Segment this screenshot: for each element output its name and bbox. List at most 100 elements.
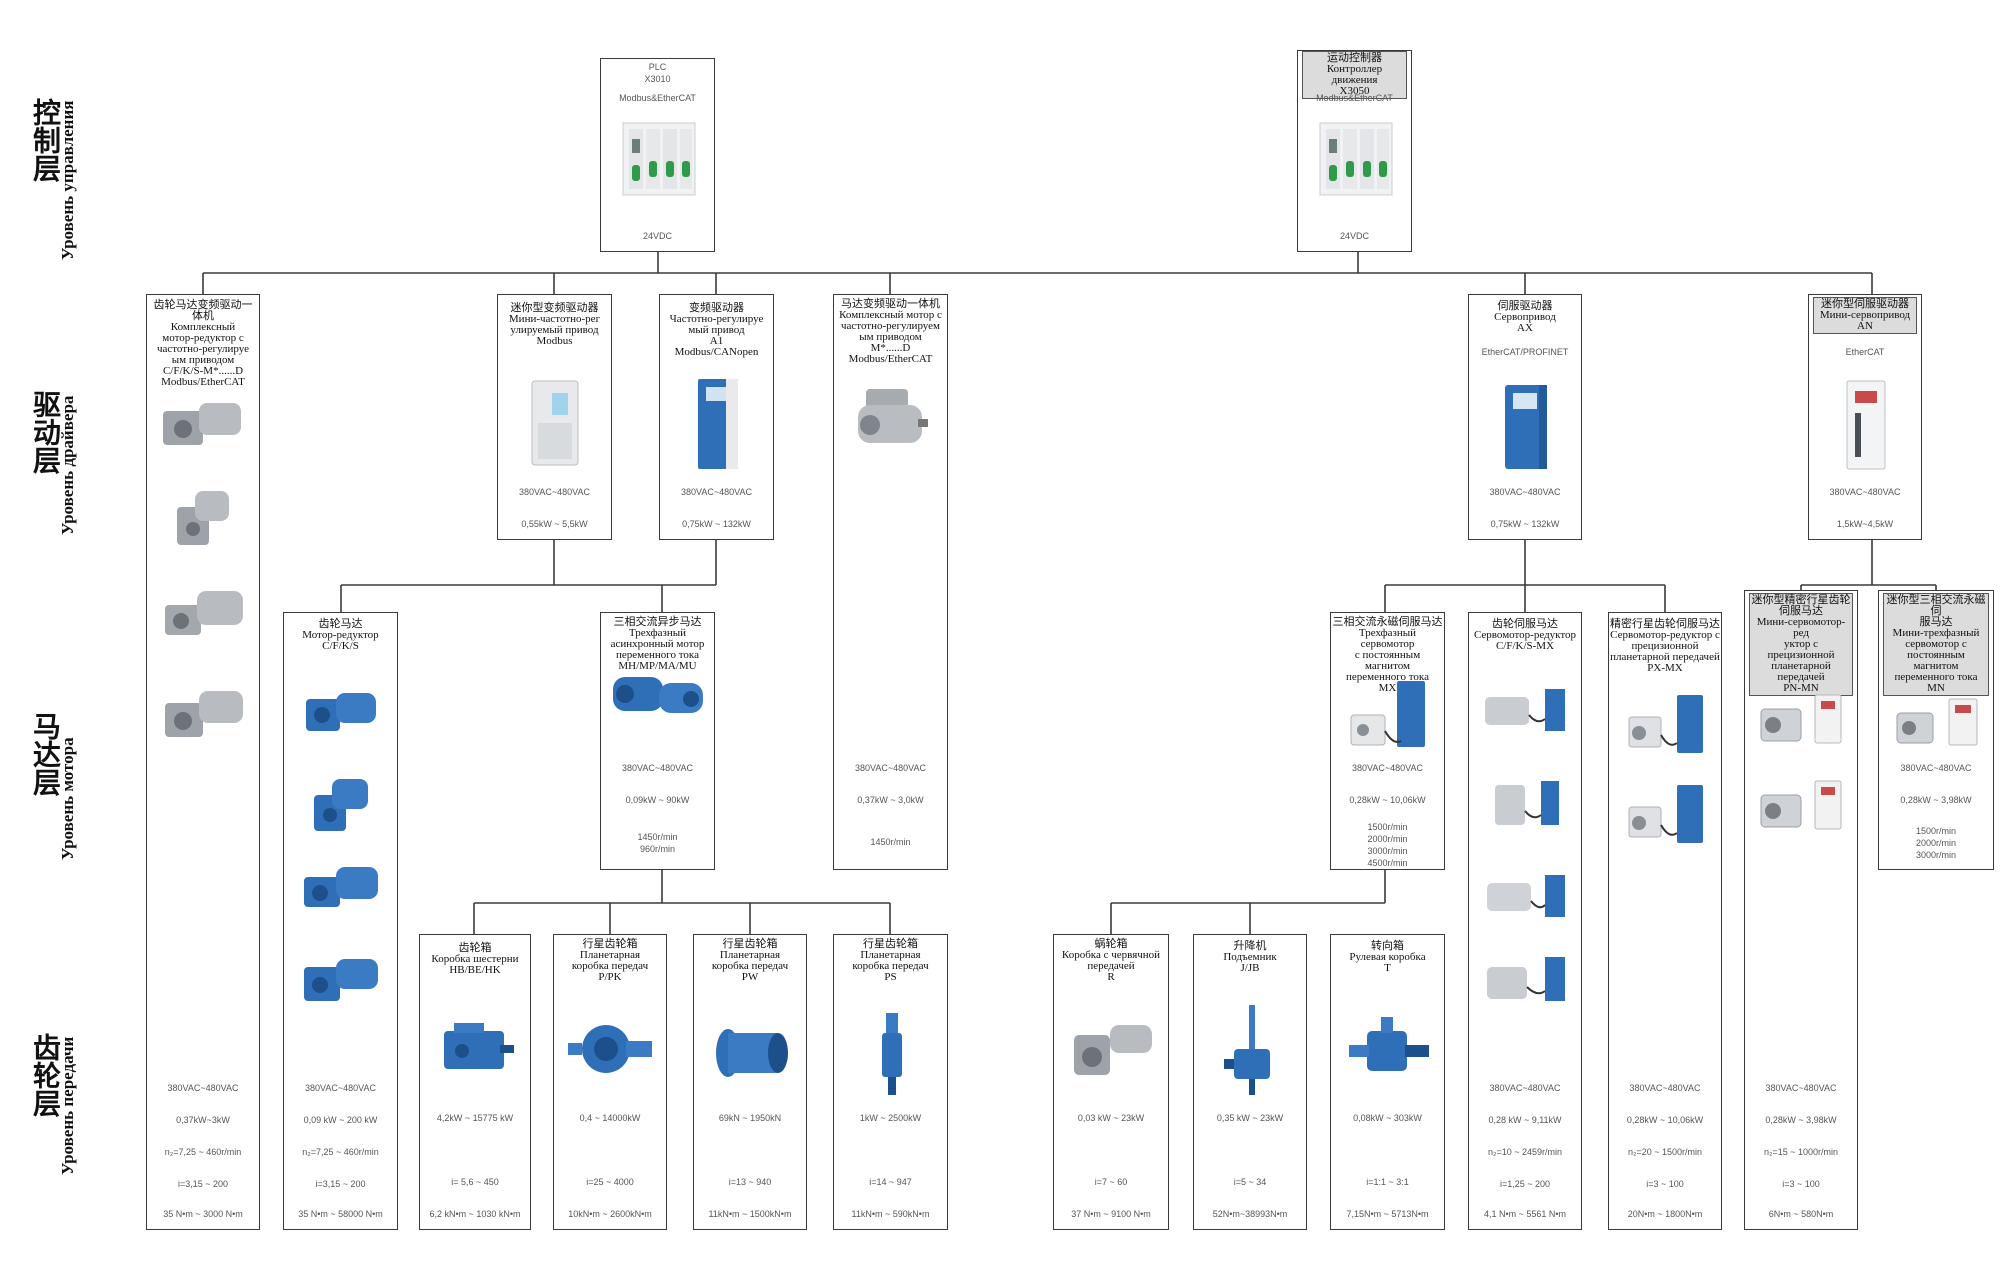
plc-device-image	[622, 122, 696, 196]
mini-vfd-box[interactable]: 迷你型变频驱动器 Мини-частотно-рег улируемый при…	[497, 294, 612, 540]
plc-controller-box[interactable]: PLC X3010 Modbus&EtherCAT 24VDC	[600, 58, 715, 252]
title-line: PS	[884, 971, 897, 983]
voltage-text: 380VAC~480VAC	[855, 763, 926, 773]
power-text: 0,75kW ~ 132kW	[682, 519, 751, 529]
gray-gearmotor-image	[163, 403, 241, 445]
power-text: 0,28kW ~ 10,06kW	[1626, 1115, 1704, 1125]
speed-text: n₂=7,25 ~ 460r/min	[164, 1147, 242, 1157]
layer-ru-text: Уровень управления	[58, 100, 77, 260]
gearbox-hb-box[interactable]: 齿轮箱 Коробка шестерни HB/BE/HK 4,2kW ~ 15…	[419, 934, 531, 1230]
title-line: постоянным магнитом	[1907, 649, 1965, 672]
title-line: 转向箱	[1371, 940, 1404, 952]
title-line: Сервомотор-редуктор с	[1610, 629, 1720, 641]
layer-ru-text: Уровень мотора	[58, 737, 77, 860]
title-line: Мини-трехфазный	[1892, 627, 1980, 639]
title-line: Мини-сервопривод	[1819, 309, 1911, 321]
voltage-text: 380VAC~480VAC	[681, 487, 752, 497]
integrated-motor-box[interactable]: 马达变频驱动一体机 Комплексный мотор с частотно-р…	[833, 294, 948, 870]
screw-jack-box[interactable]: 升降机 Подъемник J/JB 0,35 kW ~ 23kW i=5 ~ …	[1193, 934, 1307, 1230]
title-line: ым приводом	[859, 331, 922, 343]
title-line: 马达变频驱动一体机	[841, 298, 940, 310]
torque-text: 37 N•m ~ 9100 N•m	[1071, 1209, 1151, 1219]
voltage-text: 380VAC~480VAC	[519, 487, 590, 497]
title-line: частотно-регулируем	[840, 320, 940, 332]
integrated-gearmotor-box[interactable]: 齿轮马达变频驱动一 体机 Комплексный мотор-редуктор …	[146, 294, 260, 1230]
worm-gearbox-image	[1074, 1025, 1152, 1075]
title-line: Мотор-редуктор	[302, 629, 379, 641]
title-line: 升降机	[1233, 940, 1267, 952]
power-text: 0,37kW~3kW	[176, 1115, 230, 1125]
mini-pm-servo-box[interactable]: 迷你型三相交流永磁伺 服马达 Мини-трехфазный сервомото…	[1878, 590, 1994, 870]
precision-planetary-servo-box[interactable]: 精密行星齿轮伺服马达 Сервомотор-редуктор с прецизи…	[1608, 612, 1722, 1230]
speed-line: 1500r/min	[1915, 826, 1957, 836]
title-line: PN-MN	[1783, 682, 1819, 694]
layer-cn-text: 驱动层	[29, 390, 62, 474]
title-line: Коробка шестерни	[431, 953, 519, 965]
layer-control-label: 控制层 Уровень управления	[18, 60, 88, 260]
title-line: коробка передач	[711, 960, 789, 972]
title-line: 三相交流永磁伺服马达	[1332, 616, 1443, 628]
worm-gearbox-box[interactable]: 蜗轮箱 Коробка с червячной передачей R 0,03…	[1053, 934, 1169, 1230]
title-line: AN	[1857, 320, 1873, 332]
power-text: 0,4 ~ 14000kW	[579, 1113, 641, 1123]
async-motor-title: 三相交流异步马达 Трехфазный асинхронный мотор пе…	[601, 617, 714, 672]
speed-line: 1500r/min	[1367, 822, 1408, 832]
planetary-pk-box[interactable]: 行星齿轮箱 Планетарная коробка передач P/PK 0…	[553, 934, 667, 1230]
power-text: 0,37kW ~ 3,0kW	[857, 795, 924, 805]
speed-text: n₂=10 ~ 2459r/min	[1487, 1147, 1563, 1157]
speed-text: 1500r/min 2000r/min 3000r/min 4500r/min	[1331, 821, 1444, 869]
right-angle-gearbox-box[interactable]: 转向箱 Рулевая коробка T 0,08kW ~ 303kW i=1…	[1330, 934, 1445, 1230]
motion-title: 运动控制器 Контроллер движения X3050	[1302, 51, 1407, 99]
mini-vfd-title: 迷你型变频驱动器 Мини-частотно-рег улируемый при…	[498, 303, 611, 347]
title-line: R	[1107, 971, 1115, 983]
title-line: передачей	[1777, 671, 1825, 683]
torque-text: 7,15N•m ~ 5713N•m	[1346, 1209, 1429, 1219]
title-line: сервомотор с	[1905, 638, 1967, 650]
planetary-pw-box[interactable]: 行星齿轮箱 Планетарная коробка передач PW 69k…	[693, 934, 807, 1230]
layer-ru-text: Уровень передачи	[58, 1036, 77, 1175]
planetary-ps-box[interactable]: 行星齿轮箱 Планетарная коробка передач PS 1kW…	[833, 934, 948, 1230]
title-line: C/F/K/S-M*......D	[162, 365, 244, 377]
voltage-text: 380VAC~480VAC	[622, 763, 693, 773]
speed-text: 1450r/min 960r/min	[601, 831, 714, 855]
motion-controller-box[interactable]: 运动控制器 Контроллер движения X3050 Modbus&E…	[1297, 50, 1412, 252]
title-line: 体机	[192, 310, 214, 322]
vfd-a1-box[interactable]: 变频驱动器 Частотно-регулируе мый привод A1 M…	[659, 294, 774, 540]
servo-motor-with-drive-image	[1350, 681, 1425, 747]
speed-line: 2000r/min	[1915, 838, 1957, 848]
gearmotor-box[interactable]: 齿轮马达 Мотор-редуктор C/F/K/S 380VAC~480VA…	[283, 612, 398, 1230]
async-motor-box[interactable]: 三相交流异步马达 Трехфазный асинхронный мотор пе…	[600, 612, 715, 870]
servo-gearmotor-box[interactable]: 齿轮伺服马达 Сервомотор-редуктор C/F/K/S-MX 38…	[1468, 612, 1582, 1230]
title-line: мый привод	[688, 324, 745, 336]
ratio-text: i=14 ~ 947	[869, 1177, 912, 1187]
motion-controller-image	[1319, 122, 1393, 196]
ratio-text: i= 5,6 ~ 450	[451, 1177, 499, 1187]
title-line: прецизионной	[1631, 640, 1699, 652]
layer-motor-label: 马达层 Уровень мотора	[18, 690, 88, 860]
precision-planetary-title: 精密行星齿轮伺服马达 Сервомотор-редуктор с прецизи…	[1609, 619, 1721, 674]
servo-drive-box[interactable]: 伺服驱动器 Сервопривод AX EtherCAT/PROFINET 3…	[1468, 294, 1582, 540]
title-line: 精密行星齿轮伺服马达	[1610, 618, 1720, 630]
industrial-gearbox-image	[444, 1023, 514, 1069]
mini-servo-drive-box[interactable]: 迷你型伺服驱动器 Мини-сервопривод AN EtherCAT 38…	[1808, 294, 1922, 540]
ratio-text: i=13 ~ 940	[728, 1177, 772, 1187]
title-line: с постоянным магнитом	[1354, 649, 1421, 672]
gray-gearmotor-image	[177, 491, 229, 545]
planetary-servo-image	[1628, 785, 1703, 843]
title-line: Мини-частотно-рег	[508, 313, 601, 325]
torque-text: 6N•m ~ 580N•m	[1768, 1209, 1834, 1219]
title-line: Планетарная	[719, 949, 781, 961]
speed-line: 3000r/min	[1367, 846, 1408, 856]
planetary-servo-image	[1628, 695, 1703, 753]
title-line: мотор-редуктор с	[162, 332, 244, 344]
voltage-text: 380VAC~480VAC	[167, 1083, 239, 1093]
title-line: передачей	[1087, 960, 1135, 972]
title-line: Трехфазный сервомотор	[1358, 627, 1417, 650]
planetary-gearbox-image	[568, 1025, 652, 1073]
planetary-pw-title: 行星齿轮箱 Планетарная коробка передач PW	[694, 939, 806, 983]
title-line: PLC	[648, 62, 667, 72]
mini-planetary-servo-box[interactable]: 迷你型精密行星齿轮 伺服马达 Мини-сервомотор-ред уктор…	[1744, 590, 1858, 1230]
torque-text: 35 N•m ~ 58000 N•m	[298, 1209, 383, 1219]
pm-servo-motor-box[interactable]: 三相交流永磁伺服马达 Трехфазный сервомотор с посто…	[1330, 612, 1445, 870]
